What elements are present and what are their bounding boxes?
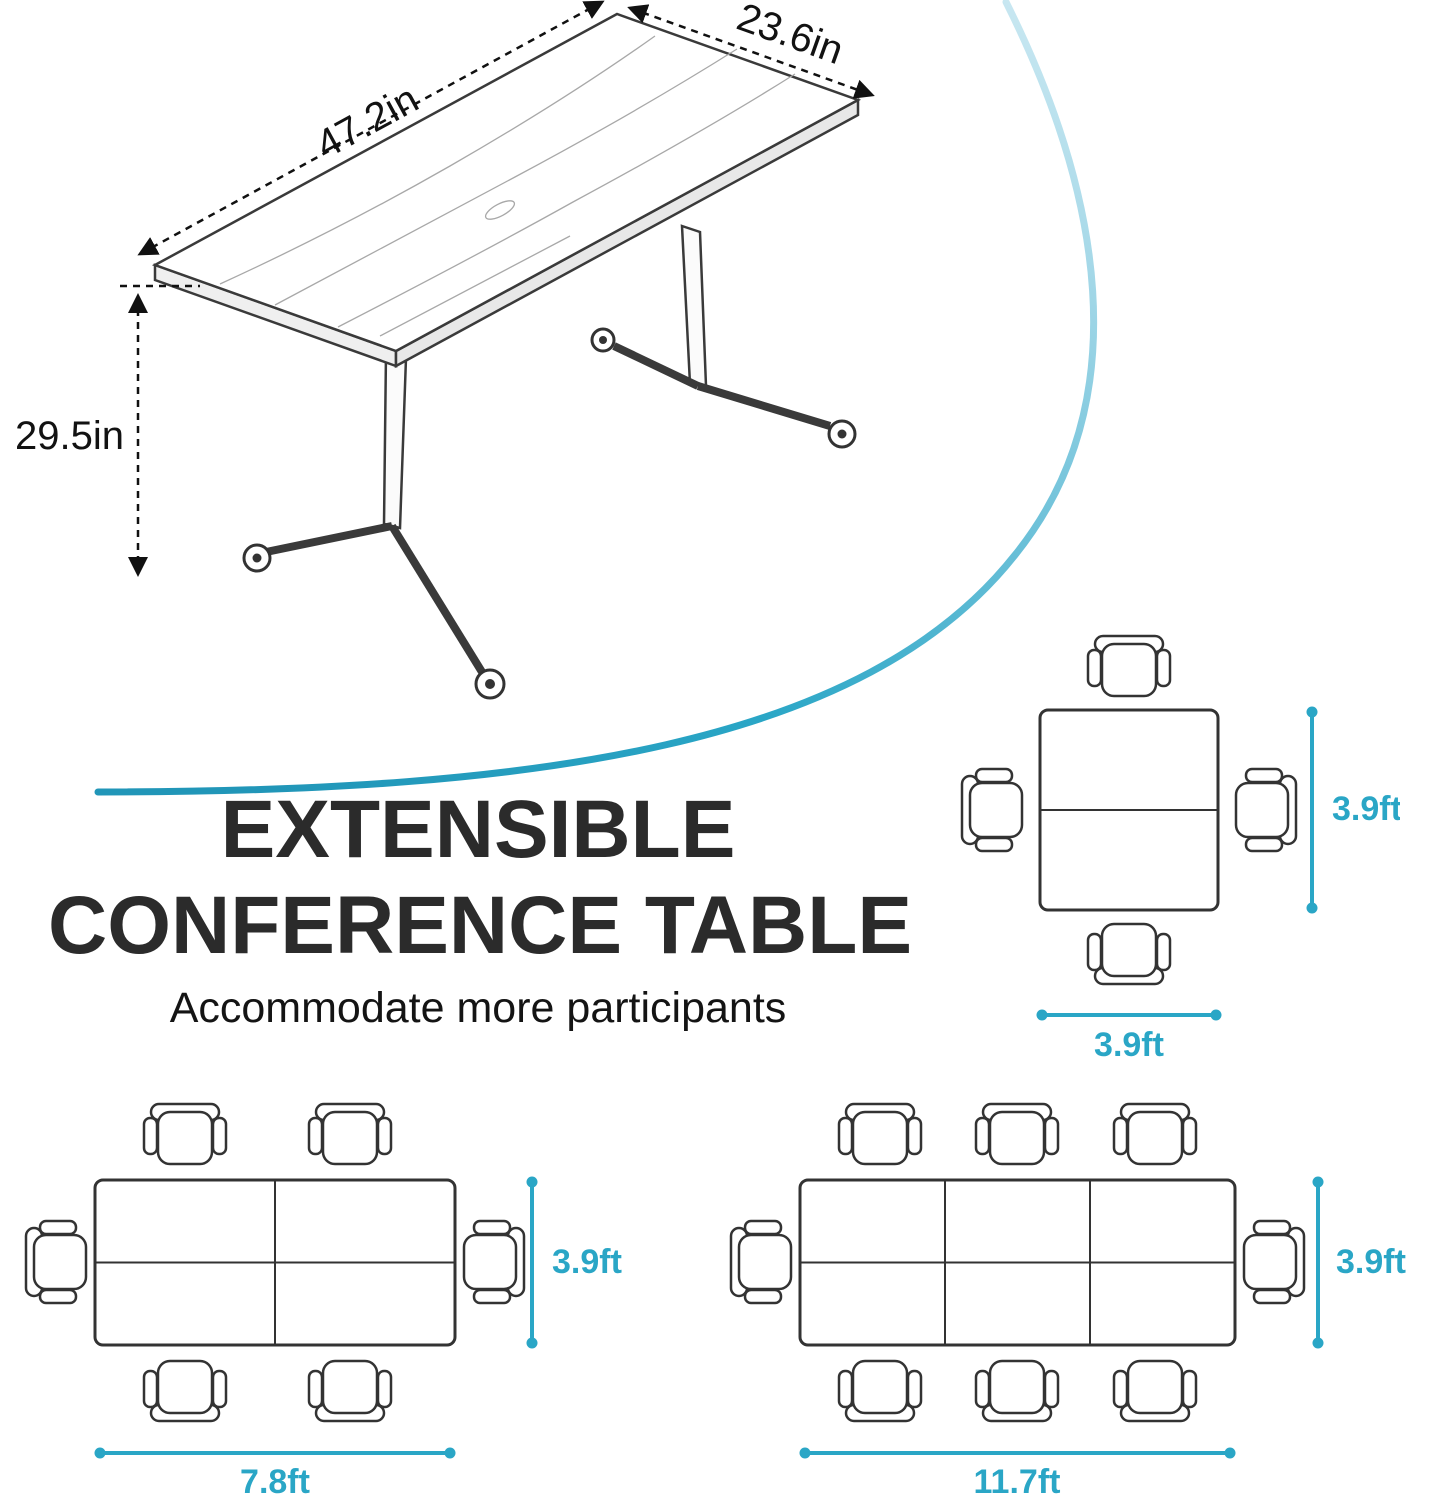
chair-icon	[1234, 767, 1298, 853]
table-leg-back	[590, 224, 857, 449]
page-subtitle: Accommodate more participants	[169, 983, 787, 1032]
width-ft-label: 7.8ft	[240, 1463, 310, 1500]
chair-icon	[1112, 1359, 1198, 1423]
floorplan-large: 3.9ft 11.7ft	[729, 1102, 1406, 1500]
arc-curve	[94, 0, 1098, 796]
horizontal-dimension: 7.8ft	[94, 1447, 456, 1500]
height-ft-label: 3.9ft	[552, 1243, 622, 1281]
iso-table-figure	[120, 0, 875, 700]
horizontal-dimension: 3.9ft	[1036, 1009, 1222, 1060]
chair-icon	[960, 767, 1024, 853]
chair-icon	[729, 1219, 793, 1305]
chair-icon	[307, 1359, 393, 1423]
horizontal-dimension: 11.7ft	[799, 1447, 1236, 1500]
chair-icon	[24, 1219, 88, 1305]
page-title-line1: EXTENSIBLE	[220, 784, 736, 875]
chair-icon	[974, 1359, 1060, 1423]
height-dimension-label: 29.5in	[15, 414, 124, 458]
chair-icon	[142, 1102, 228, 1166]
vertical-dimension: 3.9ft	[526, 1176, 622, 1349]
table-leg-front	[242, 350, 506, 700]
vertical-dimension: 3.9ft	[1306, 706, 1400, 914]
chair-icon	[837, 1102, 923, 1166]
chair-icon	[307, 1102, 393, 1166]
chair-icon	[142, 1359, 228, 1423]
page-title-line2: CONFERENCE TABLE	[48, 879, 913, 971]
dimension-line-length	[137, 0, 605, 256]
width-ft-label: 11.7ft	[974, 1463, 1061, 1500]
floorplan-medium: 3.9ft 7.8ft	[24, 1102, 622, 1500]
chair-icon	[1242, 1219, 1306, 1305]
height-ft-label: 3.9ft	[1332, 790, 1400, 828]
height-ft-label: 3.9ft	[1336, 1243, 1406, 1281]
dimension-line-depth	[627, 4, 875, 99]
width-ft-label: 3.9ft	[1094, 1026, 1164, 1060]
chair-icon	[974, 1102, 1060, 1166]
chair-icon	[462, 1219, 526, 1305]
dimension-line-height	[120, 284, 200, 577]
vertical-dimension: 3.9ft	[1312, 1176, 1406, 1349]
floorplan-square: 3.9ft 3.9ft	[960, 634, 1400, 1060]
chair-icon	[1086, 922, 1172, 986]
chair-icon	[1086, 634, 1172, 698]
chair-icon	[837, 1359, 923, 1423]
table-top	[151, 12, 862, 369]
heading-block: EXTENSIBLE CONFERENCE TABLE Accommodate …	[48, 782, 913, 1033]
chair-icon	[1112, 1102, 1198, 1166]
